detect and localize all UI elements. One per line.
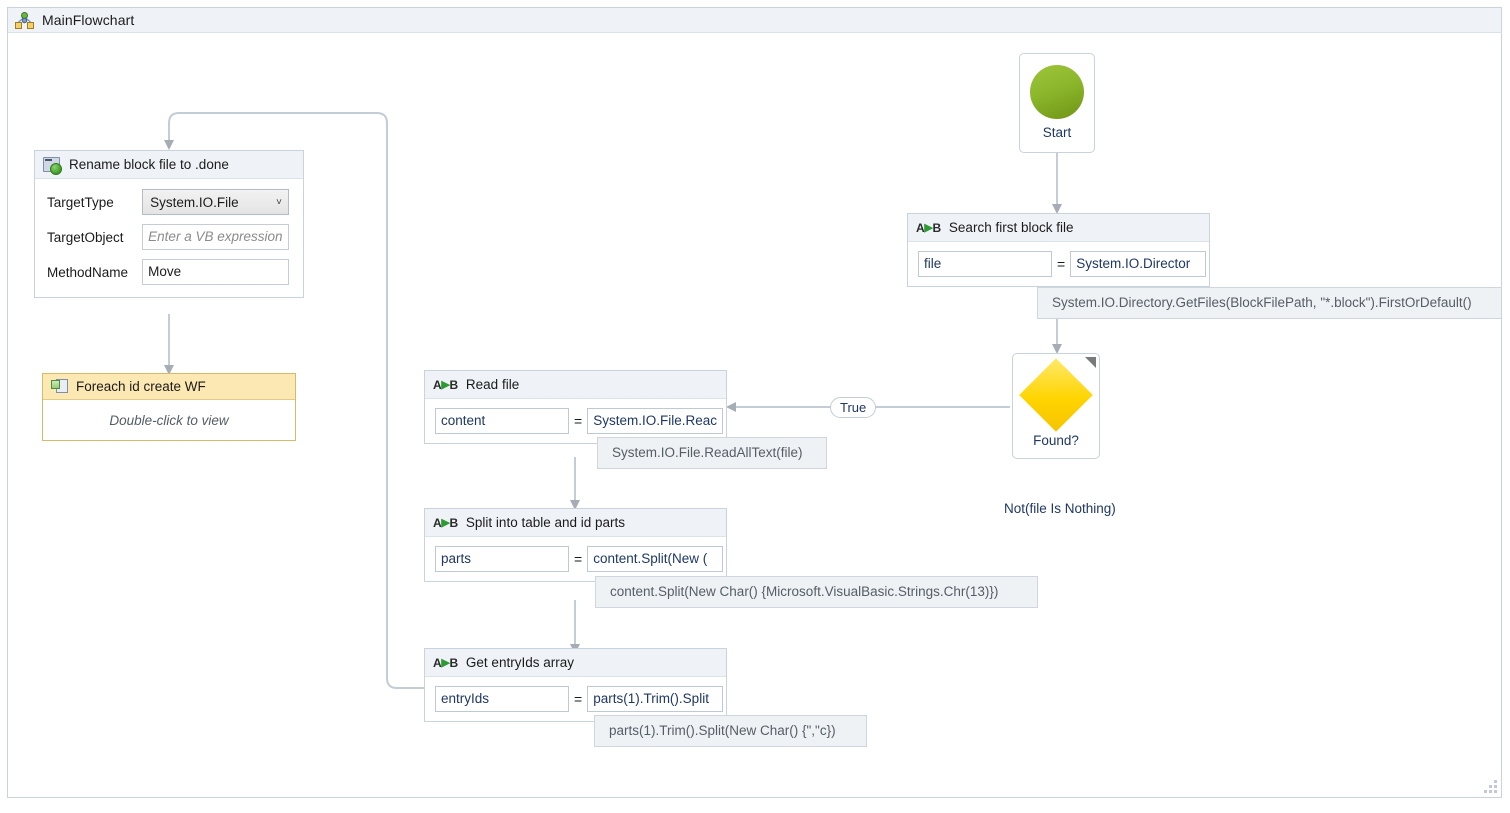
targettype-label: TargetType — [47, 195, 142, 210]
invoke-method-body: TargetType System.IO.File ˅ TargetObject… — [35, 179, 303, 297]
activity-title: Foreach id create WF — [76, 379, 206, 394]
expression-tooltip-read-file: System.IO.File.ReadAllText(file) — [597, 437, 827, 469]
assign-to-field[interactable]: file — [918, 251, 1052, 277]
flowchart-title-bar[interactable]: MainFlowchart — [7, 7, 1502, 33]
flow-decision-found[interactable]: Found? — [1012, 353, 1100, 459]
activity-header[interactable]: A▶B Read file — [425, 371, 726, 399]
assign-to-field[interactable]: parts — [435, 546, 569, 572]
activity-header[interactable]: A▶B Split into table and id parts — [425, 509, 726, 537]
assign-value-field[interactable]: System.IO.Director — [1070, 251, 1206, 277]
activity-title: Search first block file — [949, 220, 1074, 235]
flowchart-icon — [15, 12, 34, 29]
decision-condition-text: Not(file Is Nothing) — [1004, 501, 1116, 516]
start-node-label: Start — [1043, 125, 1072, 140]
assign-read-file[interactable]: A▶B Read file content = System.IO.File.R… — [424, 370, 727, 444]
assign-body: parts = content.Split(New ( — [425, 537, 726, 581]
assign-split-into-table-and-id-parts[interactable]: A▶B Split into table and id parts parts … — [424, 508, 727, 582]
methodname-label: MethodName — [47, 265, 142, 280]
field-row-targetobject: TargetObject Enter a VB expression — [47, 224, 289, 250]
flowchart-canvas[interactable]: Start A▶B Search first block file file =… — [7, 33, 1502, 798]
assign-to-field[interactable]: content — [435, 408, 569, 434]
chevron-down-icon: ˅ — [276, 197, 282, 208]
assign-value-field[interactable]: parts(1).Trim().Split — [587, 686, 723, 712]
activity-title: Read file — [466, 377, 519, 392]
assign-operator: = — [574, 691, 582, 707]
expression-tooltip-search: System.IO.Directory.GetFiles(BlockFilePa… — [1037, 287, 1502, 319]
decision-corner-flag-icon — [1085, 357, 1096, 368]
page-title: MainFlowchart — [42, 12, 134, 28]
start-circle-icon — [1030, 65, 1084, 119]
activity-title: Get entryIds array — [466, 655, 574, 670]
expression-tooltip-split: content.Split(New Char() {Microsoft.Visu… — [595, 576, 1038, 608]
activity-header[interactable]: Rename block file to .done — [35, 151, 303, 179]
activity-title: Rename block file to .done — [69, 157, 229, 172]
assign-icon: A▶B — [433, 378, 458, 392]
field-row-targettype: TargetType System.IO.File ˅ — [47, 189, 289, 215]
resize-grip[interactable] — [1483, 779, 1497, 793]
assign-operator: = — [1057, 256, 1065, 272]
targetobject-input[interactable]: Enter a VB expression — [142, 224, 289, 250]
assign-get-entryids-array[interactable]: A▶B Get entryIds array entryIds = parts(… — [424, 648, 727, 722]
assign-operator: = — [574, 413, 582, 429]
collapsed-body-hint[interactable]: Double-click to view — [43, 400, 295, 440]
field-row-methodname: MethodName Move — [47, 259, 289, 285]
invoke-workflow-foreach-id-create-wf[interactable]: Foreach id create WF Double-click to vie… — [42, 373, 296, 441]
decision-label: Found? — [1033, 433, 1079, 448]
assign-search-first-block-file[interactable]: A▶B Search first block file file = Syste… — [907, 213, 1210, 287]
expression-tooltip-entryids: parts(1).Trim().Split(New Char() {","c}) — [594, 715, 867, 747]
edge-label-true: True — [830, 397, 876, 418]
targettype-value: System.IO.File — [150, 195, 239, 210]
start-node[interactable]: Start — [1019, 53, 1095, 153]
activity-title: Split into table and id parts — [466, 515, 625, 530]
targettype-combobox[interactable]: System.IO.File ˅ — [142, 189, 289, 215]
assign-body: file = System.IO.Director — [908, 242, 1209, 286]
invoke-method-rename-block-file[interactable]: Rename block file to .done TargetType Sy… — [34, 150, 304, 298]
assign-to-field[interactable]: entryIds — [435, 686, 569, 712]
methodname-input[interactable]: Move — [142, 259, 289, 285]
assign-icon: A▶B — [916, 221, 941, 235]
activity-header[interactable]: A▶B Search first block file — [908, 214, 1209, 242]
assign-icon: A▶B — [433, 656, 458, 670]
targetobject-label: TargetObject — [47, 230, 142, 245]
assign-value-field[interactable]: System.IO.File.Reac — [587, 408, 723, 434]
activity-header[interactable]: A▶B Get entryIds array — [425, 649, 726, 677]
assign-value-field[interactable]: content.Split(New ( — [587, 546, 723, 572]
assign-operator: = — [574, 551, 582, 567]
activity-header[interactable]: Foreach id create WF — [43, 374, 295, 400]
decision-diamond-icon — [1019, 358, 1093, 432]
invoke-workflow-icon — [51, 379, 68, 394]
assign-icon: A▶B — [433, 516, 458, 530]
invoke-method-icon — [43, 157, 60, 172]
